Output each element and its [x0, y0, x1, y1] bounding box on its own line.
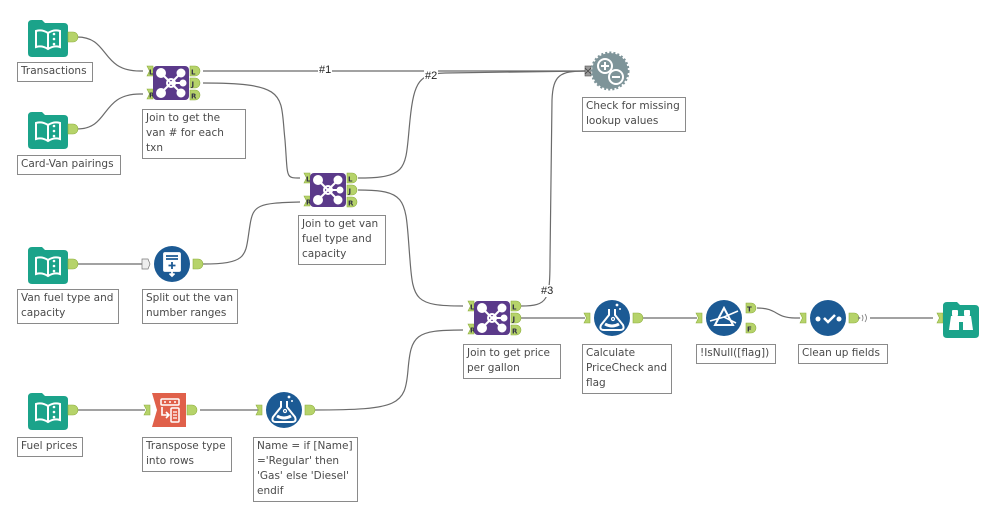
flask-icon: [599, 303, 625, 331]
svg-text:T: T: [747, 306, 752, 314]
tool-join1[interactable]: L R L J R: [146, 65, 201, 101]
svg-text:L: L: [512, 304, 517, 312]
join-icon: [477, 303, 508, 333]
flask-icon: [271, 395, 297, 423]
wire-join2J-join3[interactable]: [357, 189, 464, 307]
wire-filterT-select[interactable]: [756, 307, 800, 319]
svg-text:R: R: [306, 199, 312, 207]
svg-text:R: R: [191, 93, 197, 101]
binoculars-icon: [949, 310, 973, 330]
filter-icon: [709, 305, 739, 326]
tool-check[interactable]: [584, 51, 630, 91]
book-icon: [35, 29, 61, 51]
svg-text:R: R: [149, 92, 155, 100]
tool-join3[interactable]: L R L J R: [467, 300, 522, 336]
generate-rows-icon: [163, 252, 181, 278]
annotation-formula2[interactable]: Calculate PriceCheck and flag: [582, 344, 672, 394]
join-icon: [156, 68, 187, 98]
annotation-split[interactable]: Split out the van number ranges: [142, 289, 238, 324]
output-signal-icon: [857, 313, 867, 323]
tool-transpose[interactable]: [143, 393, 198, 427]
wire-label-2: #2: [424, 70, 439, 82]
tool-card-van[interactable]: [28, 112, 79, 149]
wire-formula1-join3[interactable]: [312, 329, 464, 411]
tool-join2[interactable]: L R L J R: [303, 172, 358, 208]
svg-text:R: R: [348, 200, 354, 208]
join-icon: [313, 175, 344, 205]
connections: [76, 36, 933, 411]
annotation-join2[interactable]: Join to get van fuel type and capacity: [298, 215, 386, 265]
svg-text:J: J: [348, 188, 352, 196]
svg-text:L: L: [470, 304, 475, 312]
annotation-card-van[interactable]: Card-Van pairings: [17, 155, 121, 175]
annotation-join3[interactable]: Join to get price per gallon: [463, 344, 561, 379]
svg-text:R: R: [512, 328, 518, 336]
tool-transactions[interactable]: [28, 20, 79, 57]
annotation-join1[interactable]: Join to get the van # for each txn: [142, 109, 246, 159]
tool-filter[interactable]: T F: [695, 300, 757, 336]
wire-label-3: #3: [540, 285, 555, 297]
tool-van-fuel[interactable]: [28, 247, 79, 284]
annotation-filter[interactable]: !IsNull([flag]): [696, 344, 776, 364]
svg-text:L: L: [191, 69, 196, 77]
plus-minus-icon: [597, 58, 624, 85]
tool-fuel-prices[interactable]: [28, 393, 79, 430]
svg-text:J: J: [512, 316, 516, 324]
tool-browse[interactable]: [936, 302, 979, 338]
annotation-transactions[interactable]: Transactions: [17, 62, 93, 82]
tool-formula2[interactable]: [583, 300, 644, 336]
tool-formula1[interactable]: [255, 392, 316, 428]
svg-text:J: J: [191, 81, 195, 89]
wire-cardvan-join1[interactable]: [76, 93, 143, 130]
annotation-formula1[interactable]: Name = if [Name] ='Regular' then 'Gas' e…: [253, 437, 358, 502]
annotation-van-fuel[interactable]: Van fuel type and capacity: [17, 289, 119, 324]
annotation-transpose[interactable]: Transpose type into rows: [142, 437, 232, 472]
book-icon: [35, 121, 61, 143]
wire-join1J-join2[interactable]: [202, 82, 301, 179]
annotation-select[interactable]: Clean up fields: [798, 344, 888, 364]
book-icon: [35, 256, 61, 278]
wire-transactions-join1[interactable]: [76, 36, 143, 72]
book-icon: [35, 402, 61, 424]
svg-text:L: L: [306, 176, 311, 184]
tool-select[interactable]: [799, 300, 867, 336]
annotation-check[interactable]: Check for missing lookup values: [582, 97, 686, 132]
annotation-fuel-prices[interactable]: Fuel prices: [17, 437, 83, 457]
svg-text:L: L: [149, 69, 154, 77]
svg-text:L: L: [348, 176, 353, 184]
wire-split-join2[interactable]: [202, 201, 301, 265]
svg-text:R: R: [470, 327, 476, 335]
wire-join3L-check[interactable]: [520, 70, 586, 307]
tool-split[interactable]: [141, 246, 204, 282]
transpose-icon: [160, 398, 180, 423]
wire-label-1: #1: [318, 64, 333, 76]
svg-text:F: F: [747, 326, 752, 334]
checkmark-icon: [815, 314, 842, 324]
